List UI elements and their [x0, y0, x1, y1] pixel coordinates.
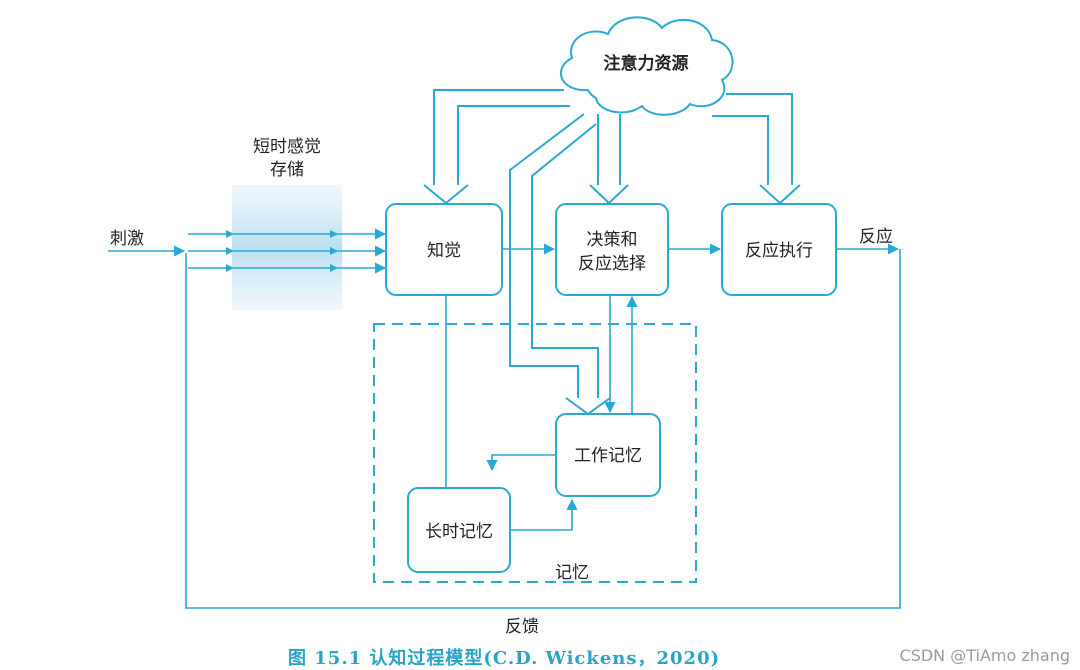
attention-resources-cloud: 注意力资源	[560, 16, 734, 116]
process-connections	[445, 243, 722, 531]
attention-to-perception-outer	[433, 89, 564, 185]
memory-group-frame	[373, 323, 697, 583]
ltm-to-wm-arrow	[510, 498, 578, 531]
sensory-store-label-line2: 存储	[270, 160, 304, 180]
response-feedback	[185, 243, 901, 609]
attention-to-execution-inner	[712, 115, 769, 185]
attention-to-wm-outer	[509, 113, 585, 398]
attention-to-wm-inner	[531, 123, 599, 398]
decision-label-line1: 决策和	[587, 230, 638, 250]
sensory-store-label-line1: 短时感觉	[253, 137, 321, 157]
figure-caption-bar: 图 15.1 认知过程模型(C.D. Wickens，2020) CSDN @T…	[0, 640, 1080, 669]
csdn-watermark: CSDN @TiAmo zhang	[899, 646, 1070, 665]
attention-to-perception-inner	[457, 105, 570, 185]
long-term-memory-label: 长时记忆	[425, 522, 493, 542]
sensory-flow-markers	[226, 230, 338, 272]
perception-label: 知觉	[427, 241, 461, 261]
attention-to-execution-head	[759, 184, 801, 205]
attention-to-perception-head	[423, 184, 469, 205]
response-label: 反应	[859, 227, 893, 247]
stimulus-arrows	[108, 228, 387, 274]
wm-to-ltm-arrow	[486, 454, 556, 472]
execution-label: 反应执行	[745, 241, 813, 261]
stimulus-label: 刺激	[110, 229, 144, 249]
attention-to-wm-head	[565, 397, 611, 416]
sensory-store-block	[232, 185, 342, 310]
memory-group-label: 记忆	[555, 563, 589, 583]
feedback-label: 反馈	[505, 617, 539, 637]
attention-resources-label: 注意力资源	[604, 53, 689, 74]
decision-label-line2: 反应选择	[578, 254, 646, 274]
attention-to-decision-head	[589, 184, 629, 205]
attention-to-execution-outer	[726, 93, 793, 185]
figure-caption: 图 15.1 认知过程模型(C.D. Wickens，2020)	[288, 648, 721, 669]
feedback-loop-line	[185, 249, 901, 609]
working-memory-label: 工作记忆	[574, 446, 642, 466]
